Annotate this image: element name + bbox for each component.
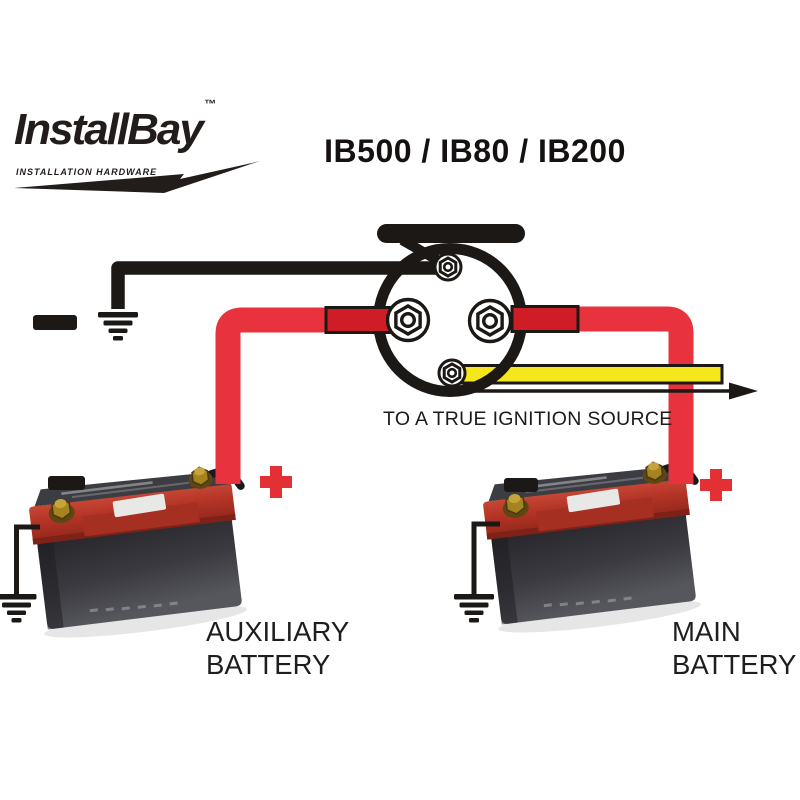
- brand-name: InstallBay™: [14, 98, 216, 154]
- brand-name-text: InstallBay: [14, 105, 204, 154]
- relay-right-terminal: [467, 298, 513, 344]
- aux-minus-icon: [48, 476, 85, 490]
- relay-body: [373, 243, 527, 397]
- brand-tagline: INSTALLATION HARDWARE: [16, 167, 158, 177]
- auxiliary-battery-label: AUXILIARY BATTERY: [206, 616, 349, 681]
- aux-battery-red-wire: [215, 307, 392, 484]
- aux-plus-icon: [260, 466, 292, 498]
- main-minus-icon: [504, 478, 538, 492]
- relay-bottom-terminal: [437, 358, 467, 388]
- brand-logo: InstallBay™ INSTALLATION HARDWARE: [14, 98, 270, 196]
- ground-icon: [454, 594, 494, 623]
- main-wire-lug: [510, 305, 580, 333]
- auxiliary-battery-label-line2: BATTERY: [206, 648, 331, 680]
- relay-top-terminal: [433, 252, 463, 282]
- main-plus-icon: [700, 469, 732, 501]
- relay-ground-wire: [33, 261, 443, 341]
- main-battery-label-line2: BATTERY: [672, 648, 797, 680]
- ground-icon: [0, 594, 37, 623]
- auxiliary-battery-label-line1: AUXILIARY: [206, 616, 350, 647]
- aux-wire-lug: [324, 306, 392, 334]
- relay-minus-icon: [33, 315, 77, 330]
- ignition-arrow: [432, 382, 758, 400]
- aux-battery-ground: [0, 524, 40, 623]
- main-battery-label: MAIN BATTERY: [672, 616, 796, 681]
- trademark-symbol: ™: [203, 97, 216, 112]
- logo-swoosh-icon: [14, 161, 260, 193]
- main-battery-label-line1: MAIN: [672, 616, 741, 647]
- main-battery-ground: [454, 521, 500, 623]
- product-title: IB500 / IB80 / IB200: [324, 133, 626, 169]
- ignition-source-label: TO A TRUE IGNITION SOURCE: [383, 408, 673, 430]
- relay-left-terminal: [385, 297, 431, 343]
- ground-icon: [98, 312, 138, 341]
- main-battery-red-wire: [576, 306, 694, 484]
